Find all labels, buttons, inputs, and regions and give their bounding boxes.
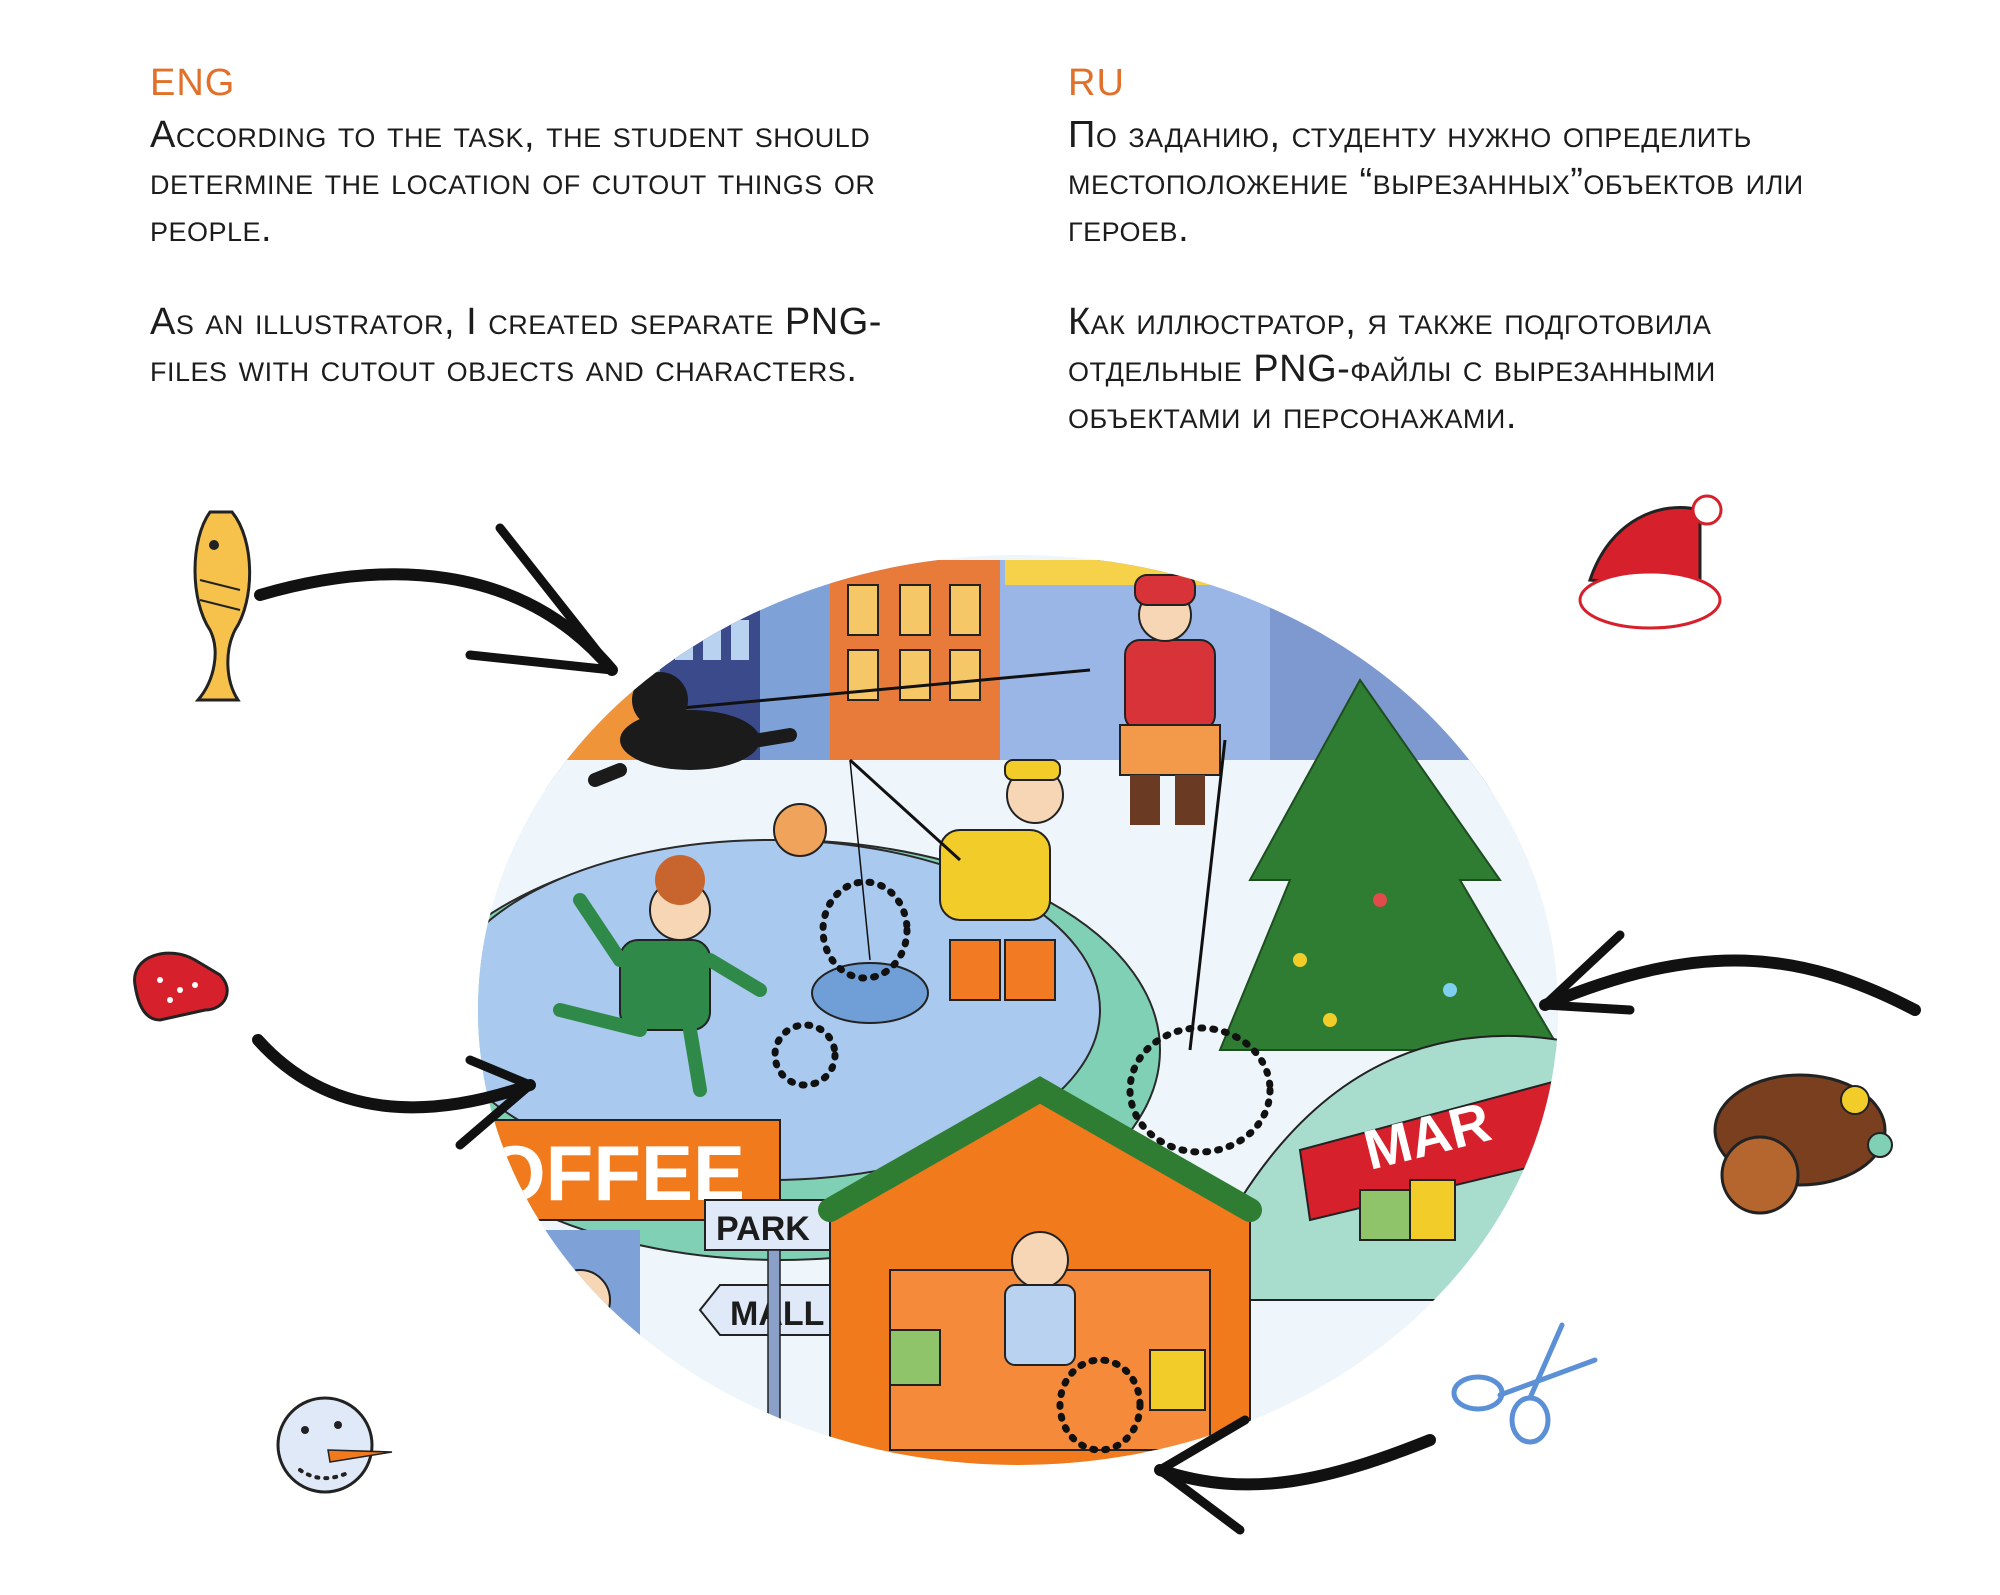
market-arch: MAR: [1239, 1034, 1558, 1301]
stall-seller: [1011, 1231, 1069, 1289]
park-sign-text: PARK: [716, 1210, 810, 1248]
coffee-shop-wall: [478, 1230, 640, 1460]
toy-dog-icon: [1713, 1073, 1893, 1215]
arrow-mitten: [252, 1034, 536, 1114]
english-paragraph-2: As an illustrator, I created separate PN…: [150, 301, 882, 390]
barista: [549, 1269, 611, 1331]
girl-walking-dog: [659, 574, 1227, 1051]
arrow-toy-dog: [1539, 954, 1921, 1016]
winter-scene: MAR OFFEE PARK MALL: [478, 555, 1558, 1465]
christmas-tree: [1218, 678, 1558, 1051]
russian-paragraph-2: Как иллюстратор, я также подготовила отд…: [1068, 301, 1716, 437]
gift-stall: [818, 1076, 1262, 1465]
peeking-dog: [773, 803, 827, 857]
mitten-icon: [133, 951, 229, 1022]
english-paragraph-1: According to the task, the student shoul…: [150, 114, 876, 250]
ice-hole: [811, 962, 929, 1024]
black-dog: [588, 672, 797, 787]
arrows: [252, 523, 1921, 1535]
arrow-fish: [254, 568, 618, 676]
fisherman: [848, 758, 1064, 1001]
fish-icon: [193, 510, 252, 702]
skater-boy: [553, 855, 767, 1097]
cutout-placeholders: [771, 878, 1274, 1454]
scissors-icon: [1451, 1322, 1598, 1445]
russian-heading: RU: [1068, 62, 1125, 104]
english-column: ENG According to the task, the student s…: [150, 58, 910, 393]
park-sign: PARK: [704, 1199, 852, 1251]
santa-hat-icon: [1578, 494, 1723, 630]
snowman-face-icon: [276, 1396, 393, 1494]
russian-paragraph-1: По заданию, студенту нужно определить ме…: [1068, 114, 1804, 250]
russian-column: RU По заданию, студенту нужно определить…: [1068, 58, 1828, 440]
english-heading: ENG: [150, 62, 236, 104]
arrow-scissors: [1154, 1434, 1436, 1491]
